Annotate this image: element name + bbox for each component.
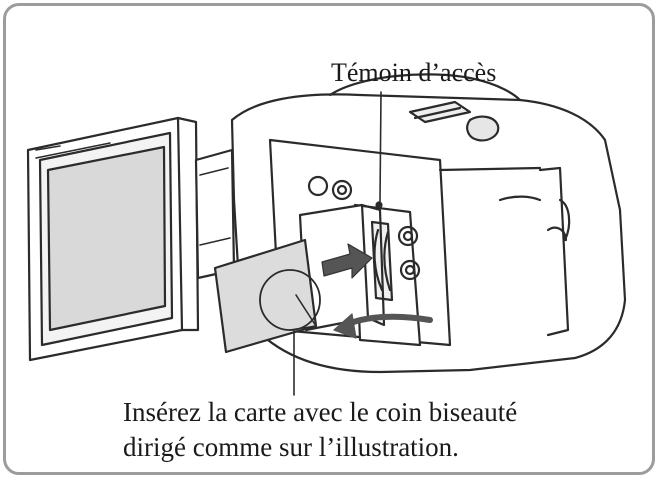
lcd-screen [46, 145, 167, 332]
memory-card [213, 238, 318, 354]
access-leader-line [379, 91, 382, 203]
lcd-panel [26, 116, 236, 362]
access-light-label: Témoin d’accès [331, 58, 497, 87]
corner-highlight-circle [259, 269, 321, 331]
camcorder-body [230, 73, 627, 374]
caption-line-1: Insérez la carte avec le coin biseauté [123, 397, 518, 427]
caption-line-2: dirigé comme sur l’illustration. [123, 432, 459, 462]
caption: Insérez la carte avec le coin biseauté d… [123, 395, 517, 465]
insert-arrow [321, 243, 373, 279]
close-door-arrow [333, 313, 433, 339]
